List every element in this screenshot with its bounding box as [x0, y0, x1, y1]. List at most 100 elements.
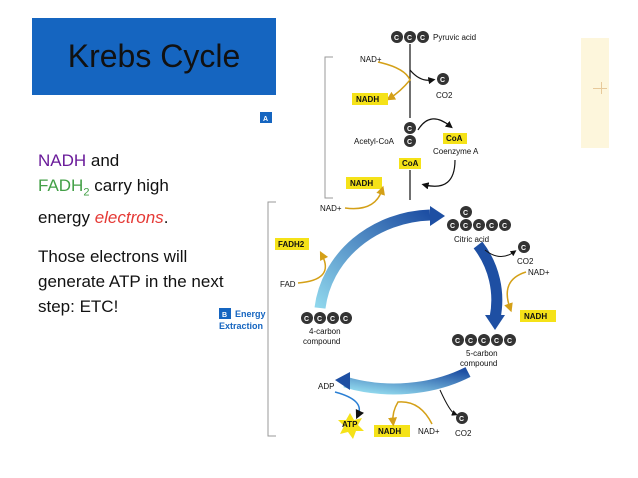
- svg-text:C: C: [440, 77, 445, 84]
- panel-a-letter: A: [263, 116, 268, 123]
- nadh-label-2: NADH: [350, 179, 373, 188]
- acetyl-carbons: C C: [404, 122, 416, 147]
- cycle-arc-bottom: [343, 367, 471, 395]
- panel-a-badge: [260, 112, 272, 123]
- bracket-b: [267, 201, 276, 437]
- svg-text:C: C: [468, 338, 473, 345]
- co2-label-1: CO2: [436, 91, 453, 100]
- co2-carbon-1: [437, 73, 449, 85]
- nadh-box-4: [374, 425, 410, 437]
- svg-text:C: C: [507, 338, 512, 345]
- svg-text:C: C: [502, 223, 507, 230]
- svg-text:C: C: [521, 245, 526, 252]
- svg-text:C: C: [343, 316, 348, 323]
- four-carbon-label-2: compound: [303, 337, 340, 346]
- svg-text:C: C: [481, 338, 486, 345]
- nadh-box-2: [346, 177, 382, 189]
- adp-to-atp-arrow: [334, 391, 364, 420]
- cycle-arrowhead-bottom: [335, 372, 350, 390]
- nadh-box-3: [520, 310, 556, 322]
- nad-plus-2: NAD+: [320, 204, 342, 213]
- bracket-a: [324, 56, 333, 199]
- svg-text:C: C: [455, 338, 460, 345]
- acetyl-coa-label: Acetyl-CoA: [354, 137, 395, 146]
- svg-text:C: C: [304, 316, 309, 323]
- citric-carbons: C C C C C C: [447, 206, 511, 231]
- svg-text:C: C: [494, 338, 499, 345]
- cycle-arrowhead-top: [430, 206, 445, 226]
- adp-label: ADP: [318, 382, 334, 391]
- cycle-arrowhead-right: [485, 315, 505, 330]
- carry-high: carry high: [89, 176, 169, 195]
- svg-text:C: C: [450, 223, 455, 230]
- nadh-label-4: NADH: [378, 427, 401, 436]
- extraction-label: Extraction: [219, 321, 263, 331]
- four-carbon-label-1: 4-carbon: [309, 327, 341, 336]
- slide-title: Krebs Cycle: [67, 38, 241, 74]
- panel-b-letter: B: [222, 312, 227, 319]
- svg-text:C: C: [476, 223, 481, 230]
- co2-branch-arrow-3: [439, 389, 458, 416]
- coa-label-1: CoA: [446, 134, 463, 143]
- panel-b-badge: [219, 308, 231, 319]
- fadh2-box: [275, 238, 309, 250]
- fad-to-fadh2-arrow: [297, 251, 329, 284]
- electrons-word: electrons: [94, 208, 164, 228]
- svg-text:C: C: [407, 126, 412, 133]
- nad-to-nadh-arrow-1: [377, 61, 411, 101]
- svg-text:C: C: [459, 416, 464, 423]
- title-box: Krebs Cycle: [32, 18, 276, 95]
- svg-text:C: C: [463, 210, 468, 217]
- nadh-label-3: NADH: [524, 312, 547, 321]
- strip-mark: [593, 88, 607, 89]
- cycle-arc-top: [314, 209, 431, 309]
- atp-label: ATP: [342, 420, 358, 429]
- nad-to-nadh-arrow-4: [388, 401, 433, 427]
- cycle-arc-right: [473, 241, 503, 320]
- svg-text:C: C: [407, 35, 412, 42]
- coa-box-1: [443, 133, 467, 144]
- svg-text:C: C: [394, 35, 399, 42]
- pyruvic-acid-label: Pyruvic acid: [433, 33, 476, 42]
- svg-text:C: C: [420, 35, 425, 42]
- svg-text:C: C: [330, 316, 335, 323]
- nad-plus-4: NAD+: [418, 427, 440, 436]
- fadh2-label: FADH2: [278, 240, 305, 249]
- and-word: and: [86, 151, 120, 170]
- nadh-label-1: NADH: [356, 95, 379, 104]
- co2-branch-arrow-2: [484, 249, 517, 257]
- side-text: NADH and FADH2 carry high energy electro…: [38, 148, 228, 333]
- co2-carbon-3: [456, 412, 468, 424]
- svg-text:C: C: [407, 139, 412, 146]
- coenzyme-a-label: Coenzyme A: [433, 147, 479, 156]
- atp-starburst: [338, 413, 364, 439]
- energy-label: Energy: [235, 309, 266, 319]
- fad-label: FAD: [280, 280, 296, 289]
- four-carbon-carbons: C C C C: [301, 312, 352, 324]
- nad-to-nadh-arrow-2: [344, 185, 385, 210]
- nad-to-nadh-arrow-3: [504, 271, 527, 313]
- coa-loop-bottom: [421, 159, 456, 190]
- fadh-sub: 2: [83, 186, 90, 199]
- co2-label-2: CO2: [517, 257, 534, 266]
- svg-text:C: C: [489, 223, 494, 230]
- five-carbon-label-2: compound: [460, 359, 497, 368]
- nadh-box-1: [352, 93, 388, 105]
- nad-plus-1: NAD+: [360, 55, 382, 64]
- nad-plus-3: NAD+: [528, 268, 550, 277]
- svg-text:C: C: [317, 316, 322, 323]
- energy-word: energy: [38, 208, 95, 228]
- nadh-word: NADH: [38, 151, 87, 170]
- svg-text:C: C: [463, 223, 468, 230]
- fadh-word: FADH: [38, 176, 84, 195]
- coa-loop-top: [417, 118, 453, 131]
- five-carbon-carbons: C C C C C: [452, 334, 516, 346]
- five-carbon-label-1: 5-carbon: [466, 349, 498, 358]
- coa-box-2: [399, 158, 421, 169]
- coa-label-2: CoA: [402, 159, 419, 168]
- citric-acid-label: Citric acid: [454, 235, 489, 244]
- pyruvic-carbons: C C C: [391, 31, 429, 43]
- co2-carbon-2: [518, 241, 530, 253]
- co2-branch-arrow-1: [409, 69, 436, 85]
